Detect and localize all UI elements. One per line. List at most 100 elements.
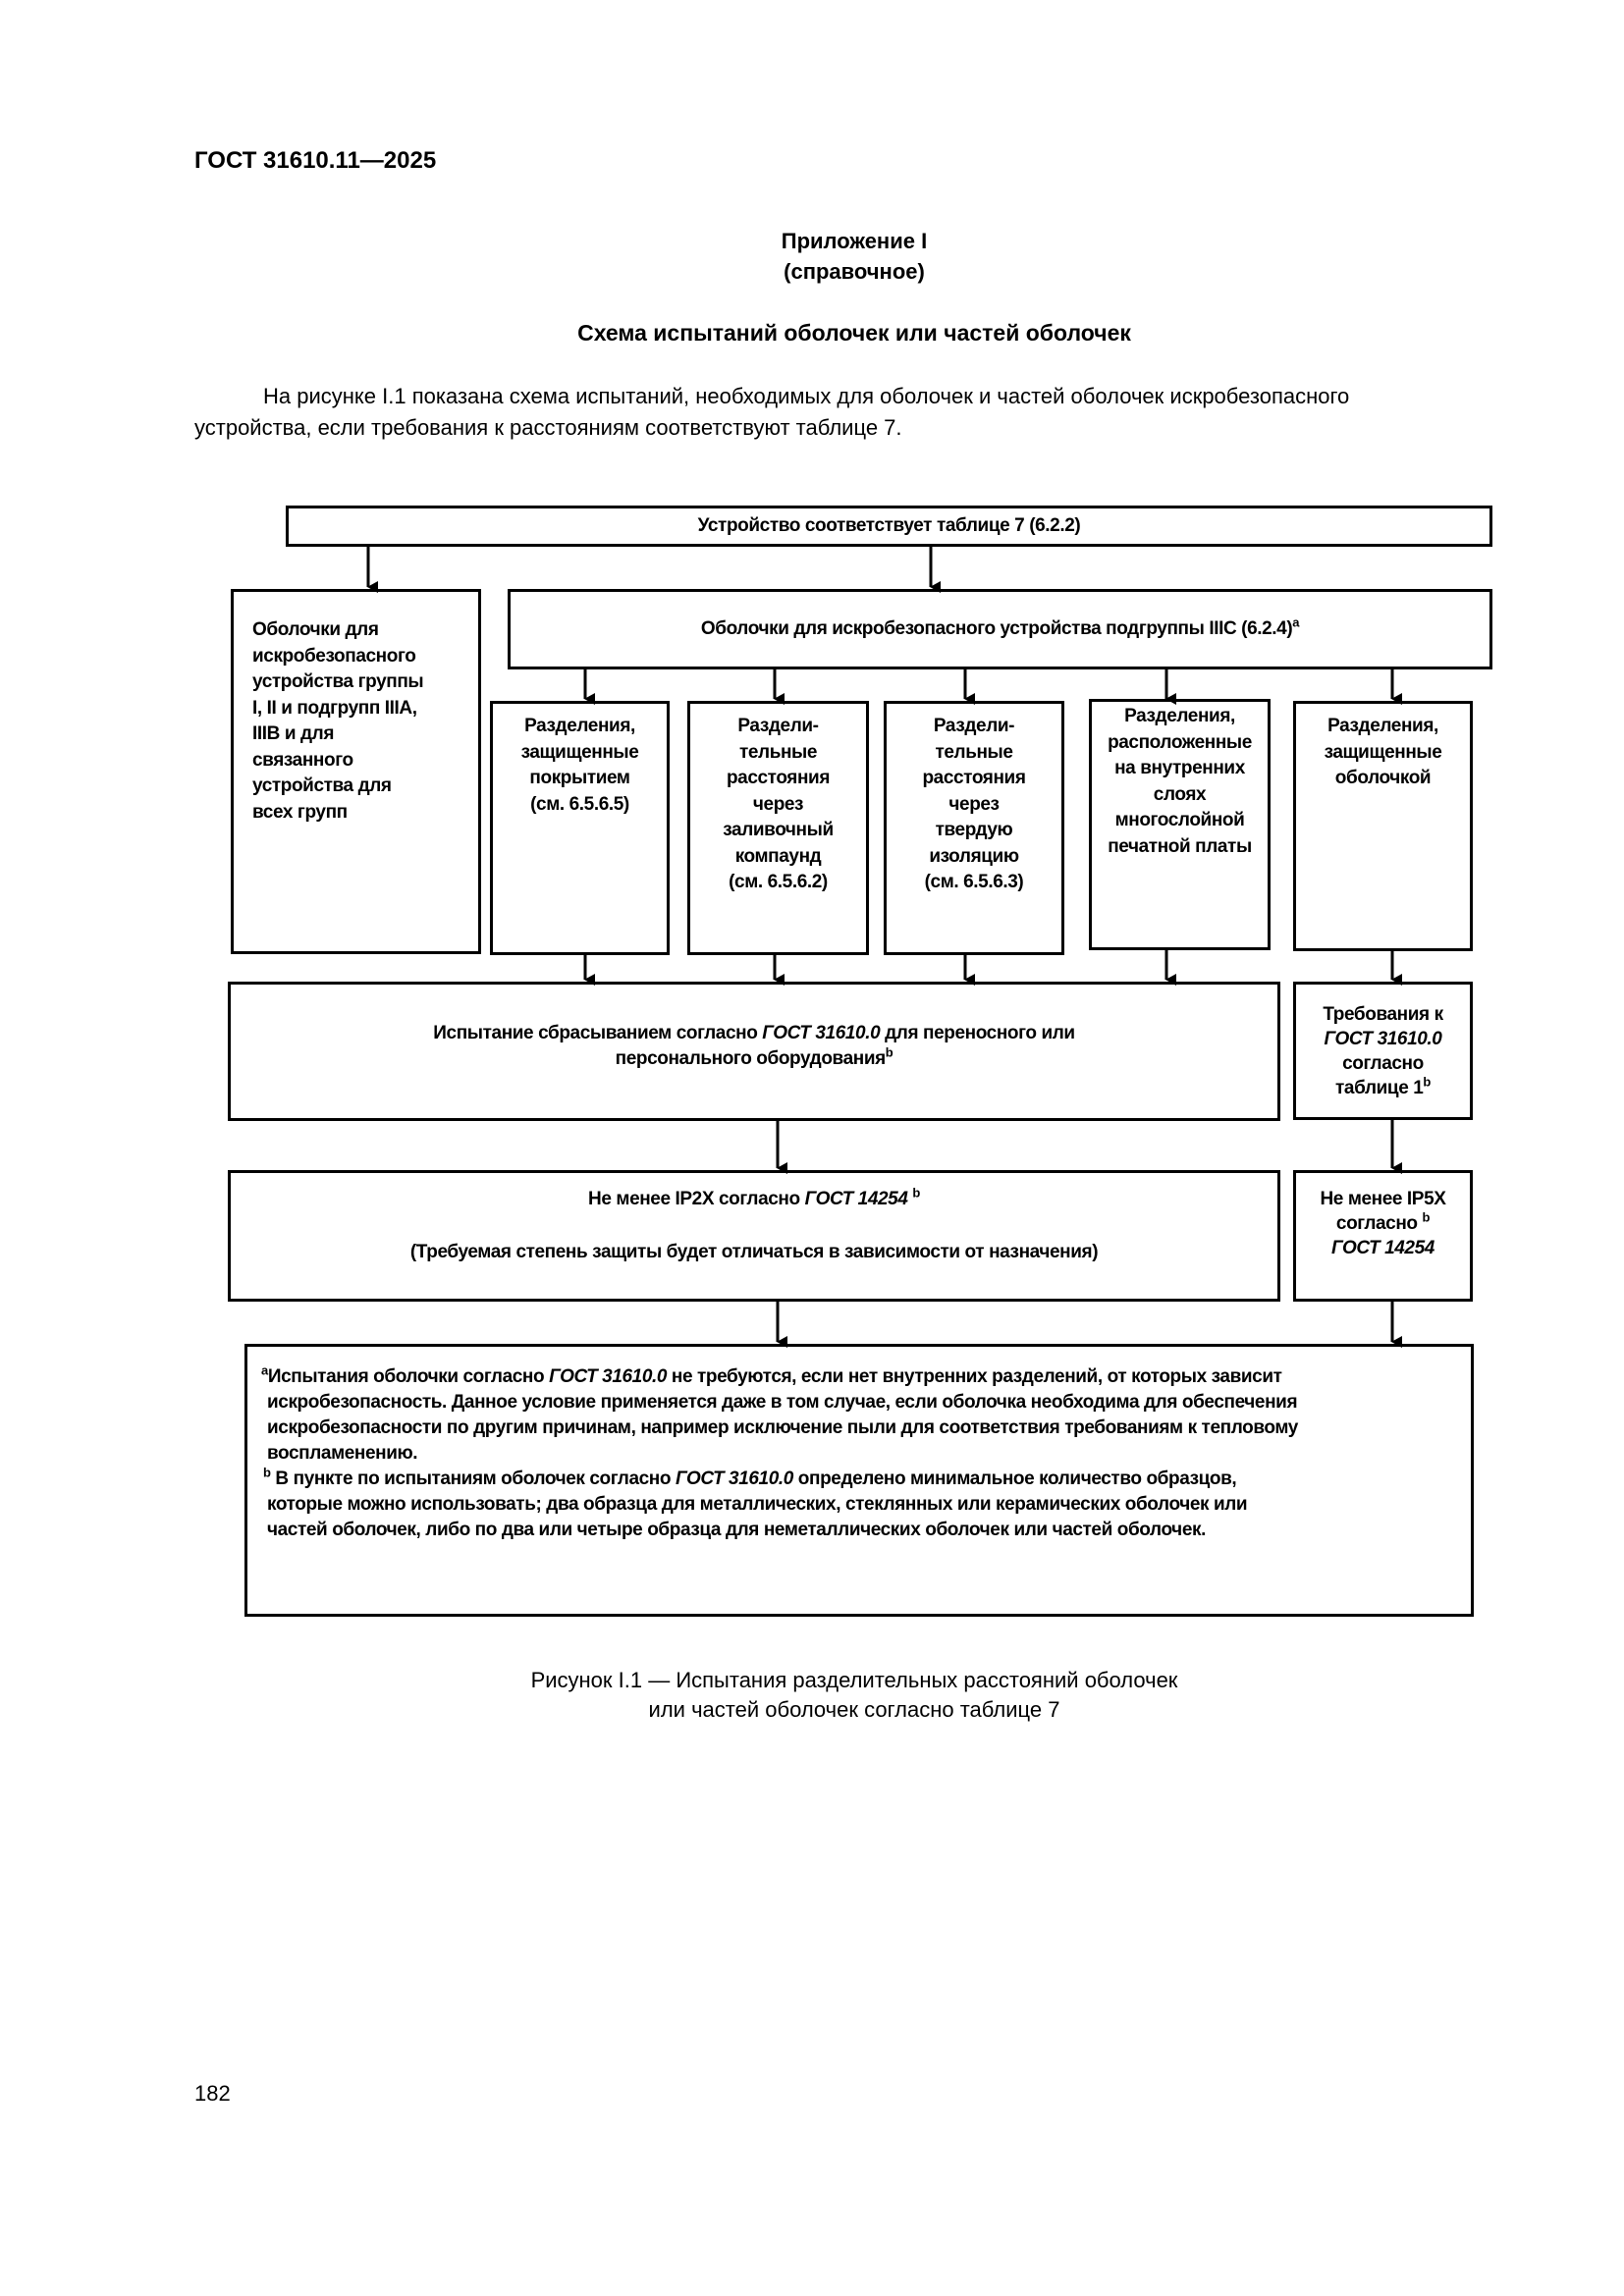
drop-test-text: персонального оборудования	[615, 1048, 887, 1069]
req-line: ГОСТ 31610.0	[1325, 1027, 1442, 1051]
left-box-line: I, II и подгрупп IIIA,	[252, 697, 417, 719]
top-box: Устройство соответствует таблице 7 (6.2.…	[286, 506, 1492, 547]
sub-box-enclosure: Разделения, защищенные оболочкой	[1293, 701, 1473, 951]
intro-paragraph: На рисунке I.1 показана схема испытаний,…	[194, 381, 1530, 444]
standard-ref: ГОСТ 31610.0	[675, 1468, 793, 1489]
footnote-mark-a: a	[261, 1362, 268, 1378]
sub-box-line: компаунд	[734, 845, 822, 867]
drop-test-text: Испытание сбрасыванием согласно	[433, 1022, 763, 1043]
sub-box-line: заливочный	[723, 820, 834, 840]
iiic-box: Оболочки для искробезопасного устройства…	[508, 589, 1492, 669]
sub-box-line: Раздели-	[737, 716, 819, 736]
ip5x-box: Не менее IP5X согласно b ГОСТ 14254	[1293, 1170, 1473, 1302]
sub-box-line: Разделения,	[1327, 716, 1438, 736]
appendix-heading: Приложение I (справочное)	[0, 226, 1624, 287]
ip2x-text: Не менее IP2X согласно	[588, 1189, 805, 1209]
sub-box-line: печатной платы	[1108, 835, 1252, 857]
drop-test-line-2: персонального оборудованияb	[616, 1046, 893, 1073]
standard-ref: ГОСТ 14254	[804, 1189, 908, 1209]
req-line: Требования к	[1323, 1003, 1443, 1025]
ip5x-line: согласно b	[1296, 1211, 1470, 1236]
intro-line-1: На рисунке I.1 показана схема испытаний,…	[263, 384, 1350, 408]
left-box: Оболочки для искробезопасного устройства…	[231, 589, 481, 954]
section-title: Схема испытаний оболочек или частей обол…	[577, 320, 1131, 346]
sub-box-line: тельные	[935, 741, 1013, 763]
drop-test-box: Испытание сбрасыванием согласно ГОСТ 316…	[228, 982, 1280, 1121]
note-text: определено минимальное количество образц…	[792, 1468, 1237, 1489]
req-text: таблице 1	[1335, 1077, 1424, 1098]
caption-line-2: или частей оболочек согласно таблице 7	[648, 1697, 1060, 1722]
note-text: Испытания оболочки согласно	[267, 1366, 550, 1387]
ip2x-line-1: Не менее IP2X согласно ГОСТ 14254 b	[231, 1187, 1277, 1213]
appendix-title: Приложение I	[781, 229, 928, 253]
sub-box-line: защищенные	[520, 741, 639, 763]
footnote-ref-b: b	[1423, 1074, 1431, 1090]
sub-box-line: (см. 6.5.6.5)	[530, 793, 629, 815]
note-a-line-4: воспламенению.	[267, 1443, 418, 1464]
footnote-ref-b: b	[885, 1044, 893, 1060]
iiic-text: Оболочки для искробезопасного устройства…	[700, 617, 1293, 639]
sub-box-line: расположенные	[1108, 731, 1252, 753]
sub-box-line: оболочкой	[1334, 768, 1432, 788]
appendix-subtitle: (справочное)	[784, 259, 925, 284]
page-number: 182	[194, 2081, 231, 2106]
note-a-line-1: aИспытания оболочки согласно ГОСТ 31610.…	[261, 1364, 1471, 1390]
footnote-ref-a: a	[1292, 614, 1300, 630]
sub-box-pcb-layers: Разделения, расположенные на внутренних …	[1089, 699, 1271, 950]
top-box-label: Устройство соответствует таблице 7 (6.2.…	[697, 514, 1081, 536]
note-text: не требуются, если нет внутренних раздел…	[667, 1366, 1282, 1387]
drop-test-line-1: Испытание сбрасыванием согласно ГОСТ 316…	[433, 1021, 1075, 1047]
left-box-line: IIIB и для	[252, 723, 335, 744]
standard-ref: ГОСТ 31610.0	[762, 1022, 881, 1043]
standard-ref: ГОСТ 14254	[1331, 1238, 1435, 1258]
sub-box-line: (см. 6.5.6.2)	[729, 872, 828, 892]
sub-box-line: на внутренних	[1114, 758, 1245, 778]
figure-caption: Рисунок I.1 — Испытания разделительных р…	[0, 1666, 1624, 1725]
note-b-line-2: которые можно использовать; два образца …	[267, 1494, 1248, 1515]
caption-line-1: Рисунок I.1 — Испытания разделительных р…	[530, 1668, 1178, 1692]
sub-box-compound: Раздели- тельные расстояния через заливо…	[687, 701, 869, 955]
document-id: ГОСТ 31610.11—2025	[194, 147, 437, 174]
ip5x-text: согласно	[1335, 1213, 1418, 1234]
left-box-line: связанного	[252, 749, 353, 771]
sub-box-line: расстояния	[726, 768, 831, 788]
req-line: согласно	[1342, 1052, 1424, 1074]
left-box-line: устройства группы	[252, 671, 424, 692]
sub-box-line: через	[752, 793, 804, 815]
drop-test-text: для переносного или	[880, 1022, 1075, 1043]
footnote-mark-b: b	[263, 1465, 271, 1480]
req-line: таблице 1b	[1335, 1074, 1431, 1100]
sub-box-line: через	[948, 793, 1000, 815]
sub-box-line: твердую	[935, 820, 1013, 840]
left-box-line: устройства для	[252, 775, 392, 796]
sub-box-line: покрытием	[529, 768, 630, 788]
left-box-line: Оболочки для	[252, 619, 379, 640]
footnote-ref-b: b	[912, 1185, 920, 1201]
left-box-line: искробезопасного	[252, 645, 416, 667]
sub-box-line: многослойной	[1114, 810, 1245, 830]
note-a-line-2: искробезопасность. Данное условие примен…	[267, 1392, 1298, 1413]
left-box-line: всех групп	[252, 801, 348, 823]
ip2x-box: Не менее IP2X согласно ГОСТ 14254 b (Тре…	[228, 1170, 1280, 1302]
sub-box-line: Раздели-	[933, 716, 1015, 736]
standard-ref: ГОСТ 31610.0	[1324, 1028, 1442, 1049]
sub-box-line: Разделения,	[524, 716, 635, 736]
footnotes-box: aИспытания оболочки согласно ГОСТ 31610.…	[244, 1344, 1474, 1617]
sub-box-coating: Разделения, защищенные покрытием (см. 6.…	[490, 701, 670, 955]
standard-ref: ГОСТ 31610.0	[549, 1366, 668, 1387]
iiic-box-label: Оболочки для искробезопасного устройства…	[700, 614, 1300, 643]
ip5x-line: ГОСТ 14254	[1296, 1236, 1470, 1260]
note-b-line-1: b В пункте по испытаниям оболочек соглас…	[261, 1467, 1471, 1492]
sub-box-line: защищенные	[1324, 741, 1442, 763]
sub-box-solid-insulation: Раздели- тельные расстояния через тверду…	[884, 701, 1064, 955]
intro-line-2: устройства, если требования к расстояния…	[194, 415, 902, 440]
sub-box-line: Разделения,	[1124, 706, 1235, 726]
note-b-line-3: частей оболочек, либо по два или четыре …	[267, 1520, 1206, 1540]
ip5x-line: Не менее IP5X	[1320, 1189, 1446, 1209]
footnote-ref-b: b	[1422, 1209, 1431, 1225]
note-text: В пункте по испытаниям оболочек согласно	[270, 1468, 676, 1489]
ip2x-line-2: (Требуемая степень защиты будет отличать…	[409, 1241, 1099, 1262]
requirements-box: Требования к ГОСТ 31610.0 согласно табли…	[1293, 982, 1473, 1120]
sub-box-line: слоях	[1153, 783, 1207, 805]
